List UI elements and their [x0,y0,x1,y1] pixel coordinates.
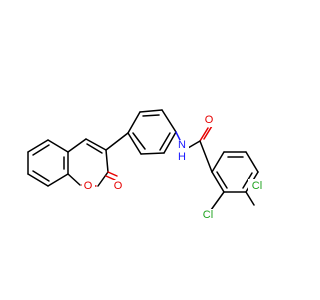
amide-group [187,125,213,173]
n-aryl-bond [175,131,181,141]
atom-cl-ortho: Cl [203,209,213,221]
benzo-ring [27,139,69,187]
structure-canvas: O N H Cl Cl O O [27,109,263,221]
atom-o-amide-carbonyl: O [205,114,214,126]
c-cl-ortho-bond [210,191,225,211]
atom-n-amide: N [178,139,186,151]
atom-h-amide: H [178,151,186,163]
atom-o-ring: O [84,180,93,192]
c-cl-para-bond [245,191,255,206]
pyrone-ring [67,138,118,187]
atom-cl-para: Cl [252,180,262,192]
molecule-diagram: O N H Cl Cl O O [27,109,263,221]
biaryl-bond [105,132,129,151]
central-phenyl-ring [127,109,177,155]
atom-o-lactone-carbonyl: O [114,180,123,192]
